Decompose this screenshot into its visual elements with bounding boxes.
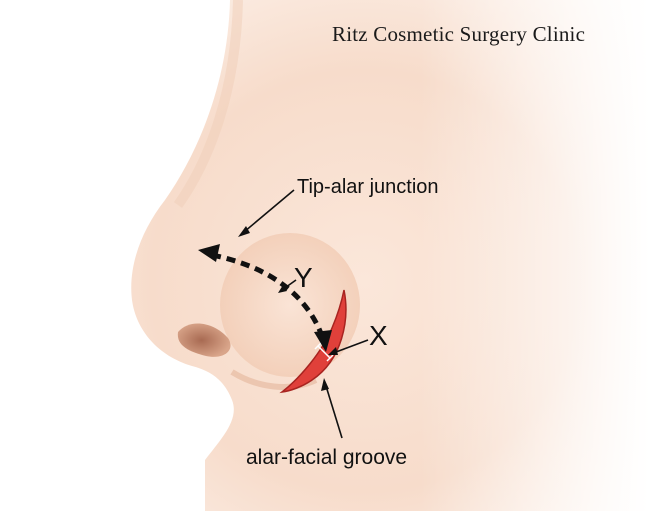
x-measure-cap-2 — [326, 354, 334, 362]
x-measure-line — [317, 345, 331, 359]
label-alar-facial-groove: alar-facial groove — [246, 446, 408, 469]
bridge-shading — [173, 0, 243, 208]
y-leader-head — [278, 285, 287, 293]
x-leader — [335, 339, 369, 353]
y-curved-dashed-arrow — [211, 252, 325, 337]
alar-incision-crescent — [279, 289, 347, 394]
x-measure-cap-1 — [314, 342, 322, 350]
groove-leader — [325, 385, 343, 439]
y-arrowhead-end — [314, 330, 332, 352]
tip-alar-leader — [243, 189, 295, 233]
label-tip-alar-junction: Tip-alar junction — [297, 176, 439, 198]
x-leader-head — [328, 347, 338, 355]
y-arrowhead-start — [198, 244, 220, 262]
alar-lobe — [220, 233, 360, 377]
label-y: Y — [294, 262, 313, 293]
nostril — [177, 323, 231, 357]
groove-leader-head — [321, 378, 329, 391]
clinic-name: Ritz Cosmetic Surgery Clinic — [332, 22, 586, 46]
label-x: X — [369, 320, 388, 351]
tip-alar-leader-head — [238, 226, 250, 237]
face-fade — [420, 0, 650, 511]
